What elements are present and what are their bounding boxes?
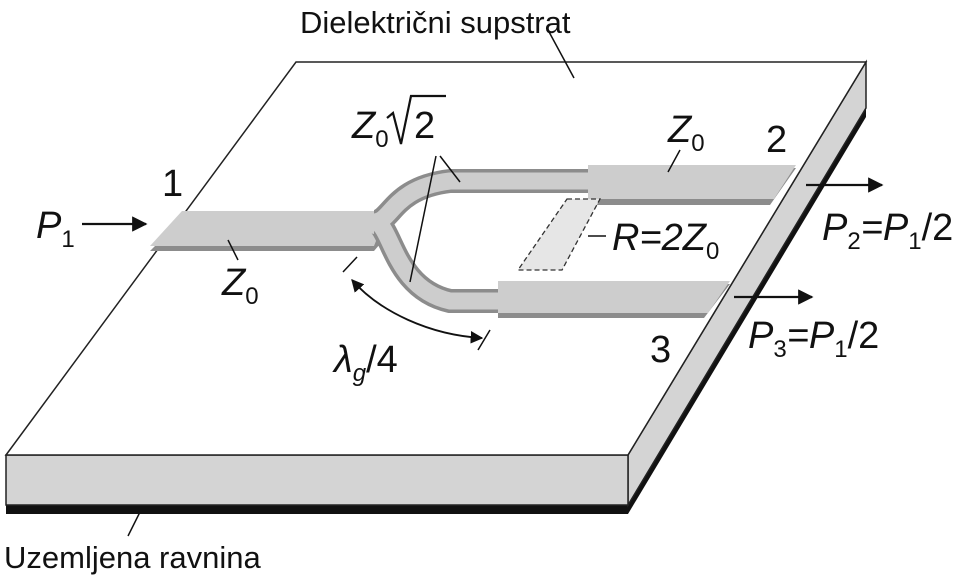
input-line [150,211,388,246]
port-1-label: 1 [162,163,183,205]
z0-top-base: Z [667,109,693,151]
z0-input-base: Z [221,262,247,304]
lambda-tick-right [477,329,491,351]
z0-input-sub: 0 [245,283,258,310]
lambda-tick-left [342,256,358,273]
resistor-label: R=2Z0 [612,217,719,265]
substrate-front-face [5,454,629,506]
z0-input-label: Z0 [221,262,259,310]
p2-base: P [822,207,848,249]
sqrt-sign [386,94,446,145]
annotations [82,29,884,537]
p2-tail: /2 [922,207,954,249]
z0-top-label: Z0 [667,109,705,157]
microstrip-traces [150,165,796,318]
lambda-tail: /4 [366,339,398,381]
p2-sub: 2 [847,228,860,255]
substrate-leader [547,29,575,79]
sqrt-radicand: 2 [414,105,435,147]
substrate [4,59,868,514]
resistor-sub: 0 [706,238,719,265]
p3-label: P3=P1/2 [748,315,879,363]
lambda-base: λ [332,339,353,381]
p1-base: P [36,205,62,247]
ground-plane-bottom [6,505,628,514]
ground-leader [127,511,141,537]
z0sqrt2-leader-a [409,155,437,283]
substrate-top-face [4,61,868,456]
z0-sqrt2-z: Z0 [351,105,389,153]
z0-top-leader [667,149,681,173]
p1-label: P1 [36,205,75,253]
p1-sub: 1 [61,226,74,253]
lambda-sub: g [353,360,367,387]
output-line-3 [498,281,730,313]
lambda-label: λg/4 [332,339,398,387]
ground-plane-side [628,108,866,514]
p3-rhs-sub: 1 [834,336,847,363]
z0-sqrt2-sub: 0 [375,126,388,153]
output-line-2 [588,165,796,199]
p2-rhs-sub: 1 [908,228,921,255]
p2-label: P2=P1/2 [822,207,953,255]
p3-sub: 3 [773,336,786,363]
port-3-label: 3 [650,329,671,371]
port-2-label: 2 [766,119,787,161]
resistor [516,198,602,271]
resistor-text: R=2Z [612,217,708,259]
lambda-arc-arrow [351,279,484,344]
z0-in-leader [227,239,239,261]
z0-top-sub: 0 [691,130,704,157]
labels: Dielektrični supstrat Uzemljena ravnina … [4,5,953,575]
ground-plane-label: Uzemljena ravnina [4,540,261,575]
z0sqrt2-leader-b [439,155,461,183]
z0-sqrt2-label: Z0 2 [351,94,446,153]
p3-base: P [748,315,774,357]
p3-tail: /2 [848,315,880,357]
z0-sqrt2-base: Z [351,105,377,147]
p2-rhs: =P [861,207,909,249]
p3-rhs: =P [787,315,835,357]
substrate-label: Dielektrični supstrat [300,5,571,40]
